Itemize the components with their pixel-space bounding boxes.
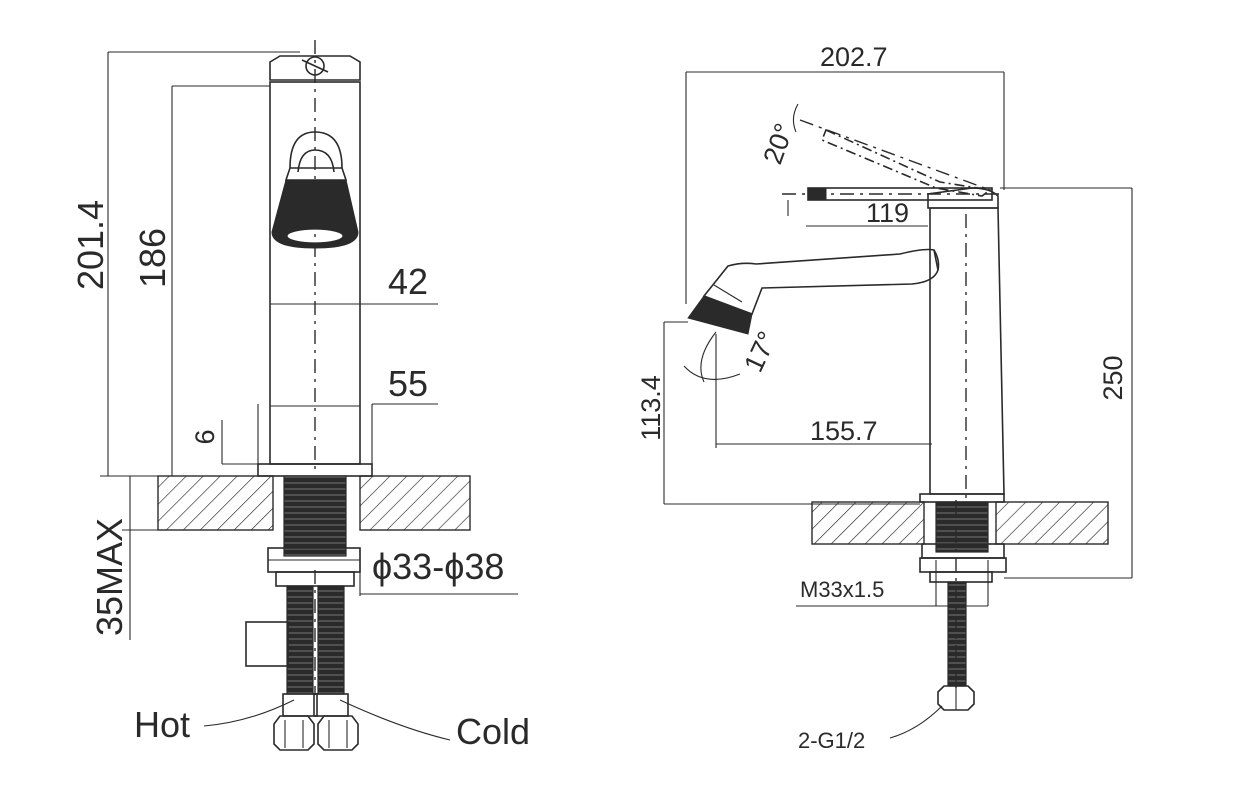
hot-label: Hot xyxy=(134,704,190,745)
handle-cap xyxy=(269,55,361,81)
dim-spout-reach: 155.7 xyxy=(810,416,878,446)
dim-overall-depth: 202.7 xyxy=(820,42,888,72)
dim-thread: M33x1.5 xyxy=(800,577,884,602)
cold-label: Cold xyxy=(456,711,530,752)
dim-handle-length: 119 xyxy=(866,198,909,228)
dim-spout-angle: 17° xyxy=(738,327,782,377)
side-view: 202.7 20° 119 17° 113.4 155.7 250 M33x1.… xyxy=(636,42,1133,753)
side-body xyxy=(929,207,1005,495)
cold-nut xyxy=(317,715,359,751)
side-nut xyxy=(937,685,975,711)
side-base-plate xyxy=(919,493,1005,503)
dim-base-thickness: 6 xyxy=(190,429,220,444)
side-aerator xyxy=(687,295,753,335)
dim-spout-height: 186 xyxy=(132,228,173,288)
front-view: 201.4 186 42 55 6 35MAX ϕ33-ϕ38 Hot Cold xyxy=(70,40,530,752)
dim-body-width: 42 xyxy=(388,261,428,302)
cold-hose xyxy=(317,585,345,695)
hot-nut xyxy=(273,715,315,751)
dim-counter-max: 35MAX xyxy=(89,518,130,636)
countertop-right xyxy=(359,475,471,531)
dim-base-width: 55 xyxy=(388,363,428,404)
dim-handle-angle: 20° xyxy=(757,119,799,168)
dim-inlet: 2-G1/2 xyxy=(798,728,865,753)
mounting-shank xyxy=(283,475,347,557)
countertop-left xyxy=(157,475,274,531)
hot-hose xyxy=(286,585,314,695)
clamp-bolt xyxy=(245,621,289,667)
countertop-side-right xyxy=(995,501,1109,545)
handle-raised xyxy=(820,128,992,197)
countertop-side-left xyxy=(811,501,925,545)
dim-total-height: 250 xyxy=(1098,355,1128,400)
dim-hole-diameter: ϕ33-ϕ38 xyxy=(372,546,504,587)
dim-overall-height: 201.4 xyxy=(70,200,111,290)
dim-spout-clearance: 113.4 xyxy=(636,375,666,441)
side-spout xyxy=(702,248,939,316)
base-plate xyxy=(257,463,373,477)
side-hose xyxy=(947,581,967,687)
